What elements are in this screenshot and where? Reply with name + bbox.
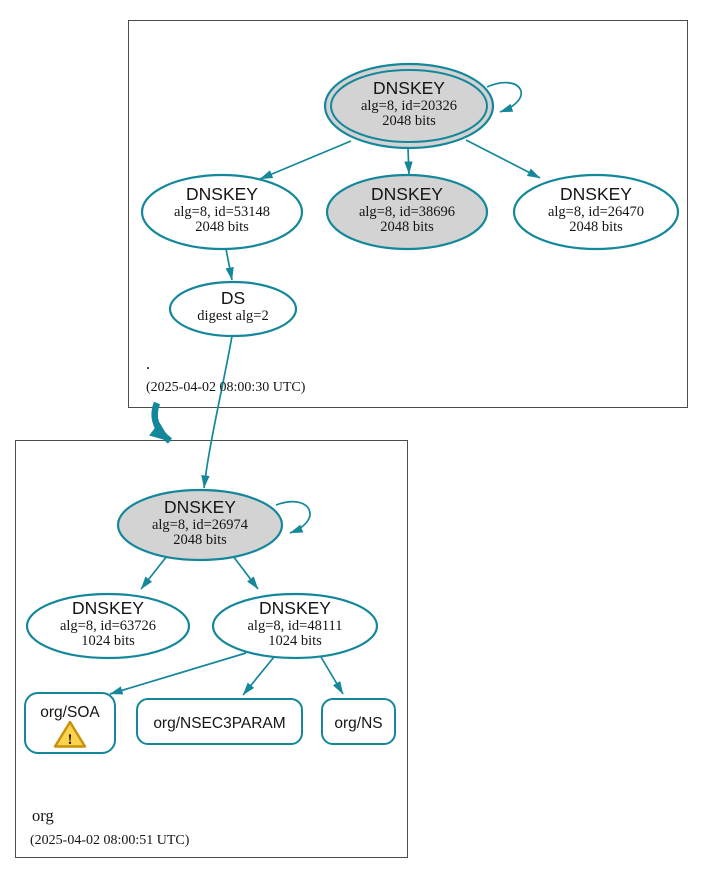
org-zone-timestamp: (2025-04-02 08:00:51 UTC): [30, 833, 190, 848]
root-zone-timestamp: (2025-04-02 08:00:30 UTC): [146, 380, 306, 395]
zsk-63726-title: DNSKEY: [72, 598, 144, 618]
root-ksk-alg: alg=8, id=20326: [361, 98, 457, 114]
node-org-zsk-48111[interactable]: DNSKEY alg=8, id=48111 1024 bits: [211, 592, 379, 660]
zsk-38696-title: DNSKEY: [371, 184, 443, 204]
rrset-soa-label: org/SOA: [40, 704, 100, 721]
root-zone-box: [128, 20, 688, 408]
zsk-38696-bits: 2048 bits: [380, 219, 434, 235]
node-rrset-org-ns[interactable]: org/NS: [321, 698, 396, 745]
zsk-53148-bits: 2048 bits: [195, 219, 249, 235]
ds-title: DS: [221, 288, 245, 308]
org-ksk-title: DNSKEY: [164, 497, 236, 517]
zsk-63726-bits: 1024 bits: [81, 633, 135, 649]
node-root-zsk-26470[interactable]: DNSKEY alg=8, id=26470 2048 bits: [512, 173, 680, 251]
edge-org-ksk-self-loop: [275, 500, 311, 534]
org-ksk-bits: 2048 bits: [173, 532, 227, 548]
edge-org-ksk-to-zsk-48111: [232, 555, 259, 590]
node-org-ksk[interactable]: DNSKEY alg=8, id=26974 2048 bits: [116, 488, 284, 562]
zsk-48111-bits: 1024 bits: [268, 633, 322, 649]
zsk-26470-bits: 2048 bits: [569, 219, 623, 235]
root-ksk-bits: 2048 bits: [382, 113, 436, 129]
node-rrset-org-nsec3param[interactable]: org/NSEC3PARAM: [136, 698, 303, 745]
edge-zsk-48111-to-soa: [109, 652, 247, 695]
zsk-63726-alg: alg=8, id=63726: [60, 618, 156, 634]
root-ksk-title: DNSKEY: [373, 78, 445, 98]
edge-org-ksk-to-zsk-63726: [140, 555, 168, 590]
node-root-ksk[interactable]: DNSKEY alg=8, id=20326 2048 bits: [323, 62, 495, 150]
edge-root-ksk-to-zsk-26470: [465, 139, 541, 179]
zsk-53148-alg: alg=8, id=53148: [174, 204, 270, 220]
warning-exclamation: !: [68, 732, 73, 748]
node-ds[interactable]: DS digest alg=2: [168, 280, 298, 338]
node-rrset-org-soa[interactable]: org/SOA !: [24, 692, 116, 754]
edge-ds-to-org-ksk: [201, 335, 233, 489]
ds-digest: digest alg=2: [197, 308, 268, 324]
rrset-nsec3param-label: org/NSEC3PARAM: [153, 715, 285, 732]
warning-triangle-icon: !: [53, 720, 87, 748]
edge-zsk-48111-to-nsec3param: [242, 656, 275, 696]
zsk-26470-alg: alg=8, id=26470: [548, 204, 644, 220]
zsk-48111-title: DNSKEY: [259, 598, 331, 618]
zsk-53148-title: DNSKEY: [186, 184, 258, 204]
edge-zsk-48111-to-ns: [317, 651, 344, 695]
org-zone-label: org: [32, 806, 54, 825]
delegation-arrow-root-to-org: [149, 401, 173, 444]
node-root-zsk-38696[interactable]: DNSKEY alg=8, id=38696 2048 bits: [325, 173, 489, 251]
root-zone-label: .: [146, 354, 150, 373]
edge-root-ksk-to-zsk-38696: [404, 147, 413, 175]
node-root-zsk-53148[interactable]: DNSKEY alg=8, id=53148 2048 bits: [140, 173, 304, 251]
zsk-48111-alg: alg=8, id=48111: [247, 618, 342, 634]
edge-root-ksk-self-loop: [486, 81, 522, 113]
node-org-zsk-63726[interactable]: DNSKEY alg=8, id=63726 1024 bits: [25, 592, 191, 660]
edge-root-ksk-to-zsk-53148: [259, 140, 352, 180]
edge-zsk-53148-to-ds: [225, 248, 234, 281]
zsk-26470-title: DNSKEY: [560, 184, 632, 204]
org-ksk-alg: alg=8, id=26974: [152, 517, 249, 533]
rrset-ns-label: org/NS: [334, 715, 382, 732]
zsk-38696-alg: alg=8, id=38696: [359, 204, 455, 220]
